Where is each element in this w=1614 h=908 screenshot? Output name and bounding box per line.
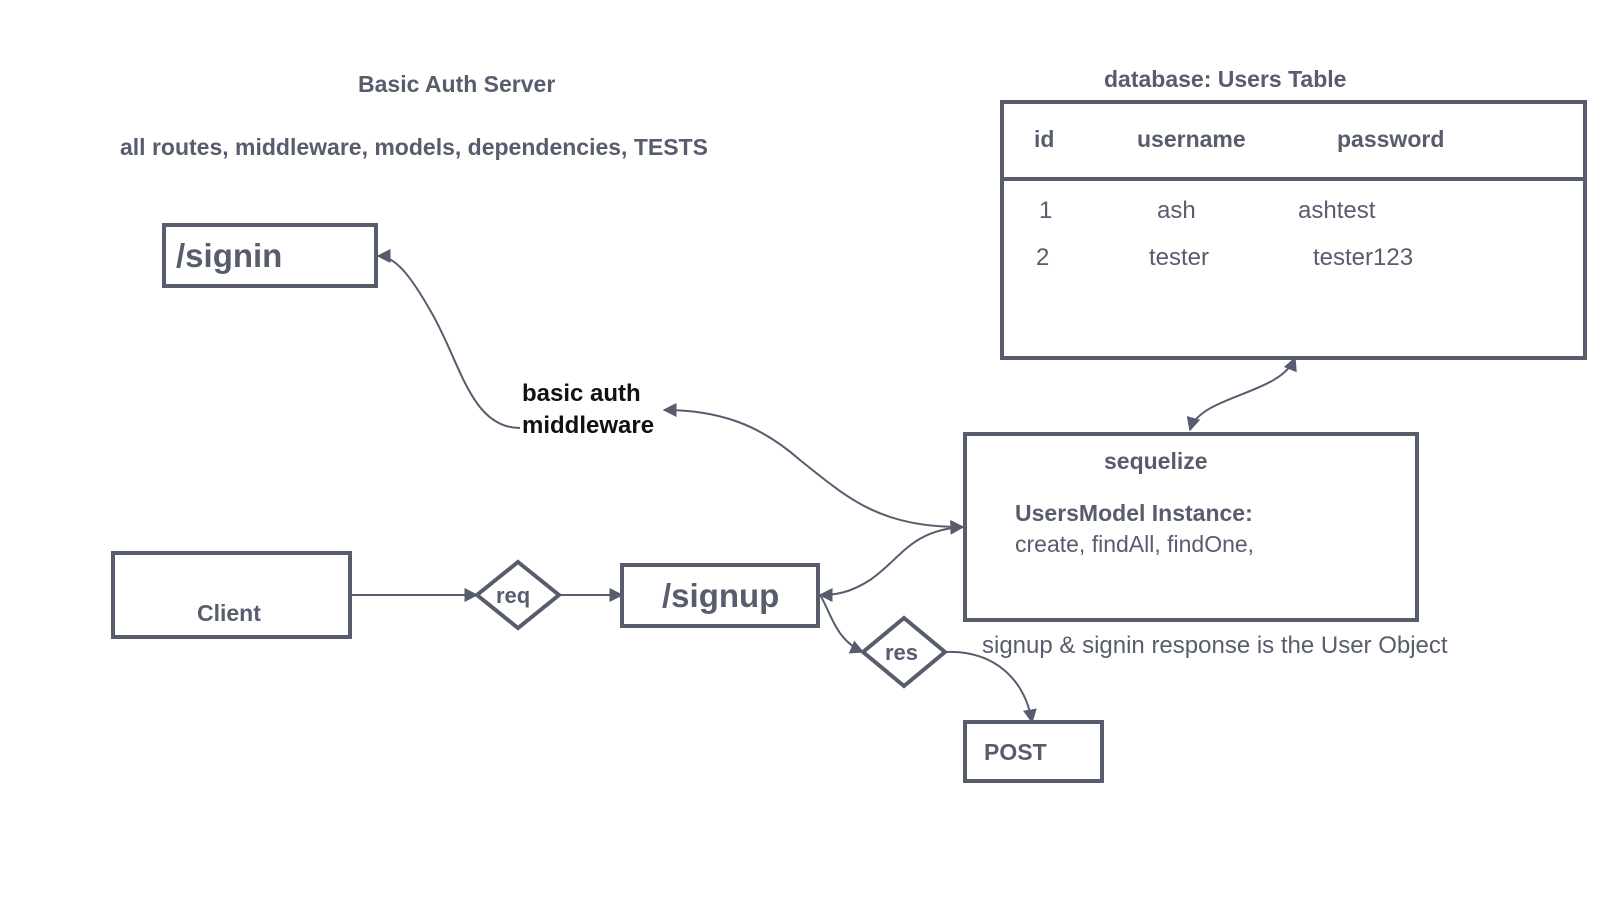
- client-box: Client: [111, 551, 352, 639]
- post-box: POST: [963, 720, 1104, 783]
- row1-password: ashtest: [1298, 197, 1376, 224]
- users-table-box: id username password 1 ash ashtest 2 tes…: [1000, 100, 1587, 360]
- signup-route-label: /signup: [662, 577, 780, 614]
- page-title: Basic Auth Server: [358, 71, 556, 97]
- res-label: res: [885, 640, 919, 665]
- model-methods-text: create, findAll, findOne,: [1015, 531, 1255, 557]
- row2-username: tester: [1149, 244, 1210, 271]
- middleware-label-line2: middleware: [522, 412, 655, 439]
- row2-id: 2: [1036, 244, 1050, 271]
- response-note: signup & signin response is the User Obj…: [982, 632, 1448, 659]
- sequelize-to-middleware-arrow: [662, 403, 965, 534]
- column-header-password: password: [1337, 126, 1445, 152]
- database-title: database: Users Table: [1104, 66, 1347, 92]
- sequelize-to-signup-arrow: [818, 520, 965, 602]
- users-model-instance-label: UsersModel Instance:: [1015, 500, 1253, 526]
- page-subtitle: all routes, middleware, models, dependen…: [120, 134, 708, 160]
- client-label: Client: [197, 600, 261, 626]
- req-label: req: [496, 583, 531, 608]
- row1-username: ash: [1157, 197, 1196, 224]
- sequelize-box: sequelize UsersModel Instance: create, f…: [963, 432, 1419, 622]
- signin-route-box: /signin: [162, 223, 378, 288]
- column-header-username: username: [1137, 126, 1246, 152]
- res-diamond: [859, 615, 949, 689]
- post-label: POST: [984, 739, 1047, 765]
- middleware-label: basic auth middleware: [522, 378, 654, 442]
- req-diamond: [473, 559, 563, 631]
- signup-to-res-arrow: [819, 594, 865, 654]
- signup-route-box: /signup: [620, 563, 820, 628]
- middleware-to-signin-arrow: [376, 249, 521, 429]
- middleware-label-line1: basic auth: [522, 380, 641, 407]
- res-to-post-arrow: [944, 650, 1037, 724]
- table-header-divider: [1004, 177, 1583, 181]
- database-to-sequelize-arrow: [1186, 356, 1297, 432]
- sequelize-title: sequelize: [1104, 448, 1208, 474]
- row2-password: tester123: [1313, 244, 1414, 271]
- row1-id: 1: [1039, 197, 1053, 224]
- column-header-id: id: [1034, 126, 1055, 152]
- signin-route-label: /signin: [176, 237, 283, 274]
